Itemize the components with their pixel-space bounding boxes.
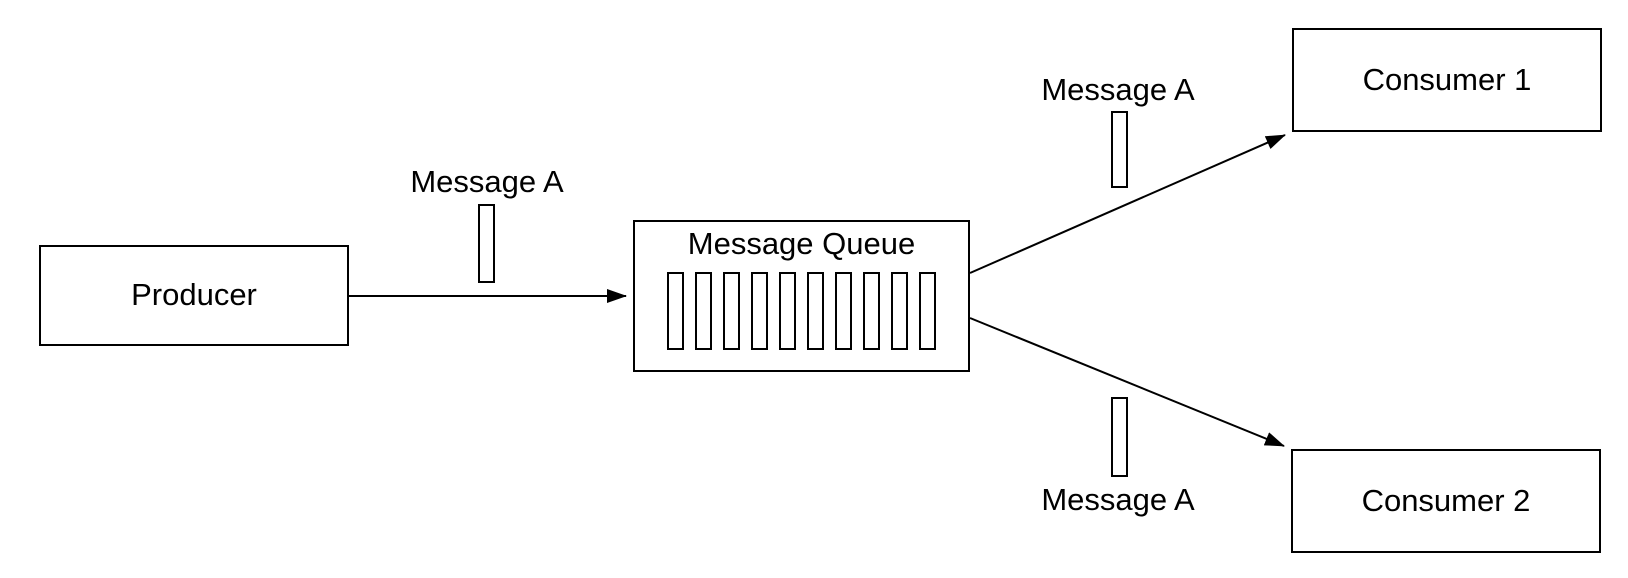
queue-slot bbox=[723, 272, 740, 351]
message-a-label-consumer1-edge: Message A bbox=[1041, 72, 1195, 107]
message-queue-node: Message Queue bbox=[633, 220, 970, 372]
consumer2-label: Consumer 2 bbox=[1361, 482, 1531, 518]
producer-label: Producer bbox=[131, 277, 257, 313]
queue-slot bbox=[807, 272, 824, 351]
arrow-queue-to-consumer2 bbox=[969, 317, 1285, 447]
arrow-queue-to-consumer1 bbox=[969, 134, 1286, 274]
message-icon-consumer1-edge bbox=[1111, 111, 1128, 188]
queue-slot bbox=[891, 272, 908, 351]
queue-slot bbox=[919, 272, 936, 351]
queue-slot bbox=[779, 272, 796, 351]
queue-slot bbox=[751, 272, 768, 351]
consumer2-node: Consumer 2 bbox=[1291, 449, 1601, 553]
queue-slots bbox=[667, 272, 936, 351]
message-a-label-consumer2-edge: Message A bbox=[1041, 482, 1195, 517]
queue-slot bbox=[863, 272, 880, 351]
queue-slot bbox=[695, 272, 712, 351]
message-icon-consumer2-edge bbox=[1111, 397, 1128, 477]
queue-slot bbox=[667, 272, 684, 351]
consumer1-node: Consumer 1 bbox=[1292, 28, 1602, 132]
message-queue-label: Message Queue bbox=[687, 226, 916, 261]
consumer1-label: Consumer 1 bbox=[1362, 61, 1532, 97]
queue-slot bbox=[835, 272, 852, 351]
producer-node: Producer bbox=[39, 245, 349, 346]
message-icon-producer-edge bbox=[478, 204, 495, 283]
message-a-label-producer-edge: Message A bbox=[410, 164, 564, 199]
